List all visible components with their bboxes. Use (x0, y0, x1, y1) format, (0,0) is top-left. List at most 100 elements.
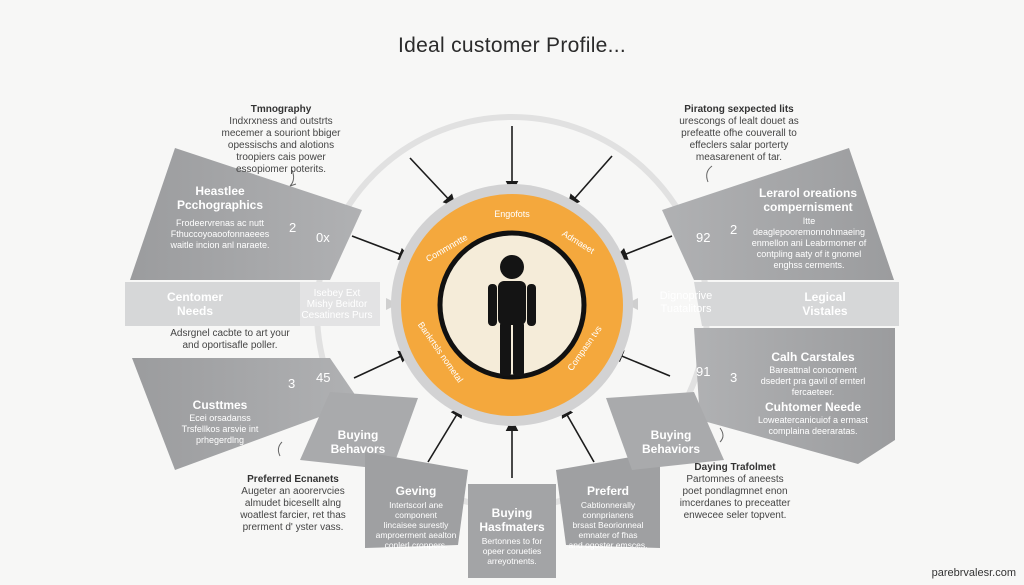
left-upper-panel-body: Frodeervrenas ac nutt Fthuccoyoaoofonnae… (160, 218, 280, 251)
ring-label-top: Engofots (494, 209, 530, 219)
segment-preferd-line: Cabtionnerally (580, 500, 636, 510)
segment-geving-line: conlerl cronpers. (384, 540, 448, 550)
left-band-mid: Isebey Ext Mishy Beidtor Cesatiners Purs (294, 288, 380, 321)
bottom-right-note-line: poet pondlagmnet enon (682, 486, 788, 497)
segment-geving (365, 452, 468, 548)
right-band-outer: Dignoprive Tuatalitors (648, 290, 724, 316)
segment-geving-body: Intertscorl ane component lincaisee sure… (370, 500, 462, 550)
left-lower-heading: Custtmes (192, 398, 248, 412)
segment-preferd-line: emnater of fhas (578, 530, 638, 540)
top-left-note-line: troopiers cais power (236, 152, 326, 163)
left-lower-line: Ecei orsadanss (189, 413, 251, 423)
person-icon (488, 255, 536, 376)
squiggle-left-top (289, 169, 297, 187)
top-right-note-line: urescongs of lealt douet as (679, 116, 799, 127)
right-lower-line: dsedert pra gavil of ernterl (760, 376, 866, 386)
left-lower-panel (132, 358, 360, 470)
right-lower-panel-text-2: Cuhtomer Neede (748, 400, 878, 414)
top-left-note-line: opessischs and alotions (227, 140, 335, 151)
top-right-note-line: effeclers salar porterty (689, 140, 789, 151)
right-upper-panel-body: Itte deaglepooremonnohmaeing enmellon an… (748, 216, 870, 271)
arrow-left-lower (353, 350, 412, 379)
bottom-left-note-line: woatlest farcier, ret thas (240, 510, 346, 521)
segment-bbr-h1: Buying (650, 428, 692, 442)
top-right-note-line: measarenent of tar. (695, 152, 783, 163)
right-lower-num-b: 3 (730, 370, 738, 385)
page-title: Ideal customer Profile... (397, 34, 627, 57)
right-lower-panel-text: Calh Carstales (748, 350, 878, 364)
segment-geving-line: amproerment aealton (375, 530, 457, 540)
top-left-note-line: essopiomer poterits. (235, 164, 327, 175)
right-band-text: Legical Vistales (780, 290, 870, 318)
right-band-outer-line: Dignoprive (659, 290, 713, 302)
right-upper-line: contpling aaty of it gnomel (756, 249, 862, 259)
top-right-note: Piratong sexpected lits urescongs of lea… (664, 104, 814, 164)
segment-preferd-text: Preferd (562, 484, 654, 498)
left-middle-panel (300, 282, 380, 326)
segment-buying-behaviors-left-text: Buying Behavors (318, 428, 398, 456)
bottom-right-note: Daying Trafolmet Partomnes of aneests po… (660, 462, 810, 522)
footer-watermark: parebrvalesr.com (931, 567, 1016, 579)
arrows (351, 126, 673, 478)
top-left-note-line: Indxrxness and outstrts (229, 116, 333, 127)
bottom-left-note-line: prerment d' yster vass. (242, 522, 344, 533)
arrow-bottom-right (561, 404, 595, 463)
squiggle-right-top (706, 165, 713, 183)
left-upper-heading-2: Pcchographics (176, 198, 264, 212)
left-lower-panel-text: Custtmes (170, 398, 270, 412)
squiggle-bottom-left (277, 441, 283, 457)
segment-preferd-body: Cabtionnerally connprianens brsast Beori… (562, 500, 654, 550)
right-upper-line: enghss cerments. (773, 260, 845, 270)
squiggle-bottom-right (719, 427, 724, 443)
left-lower-num-b: 45 (316, 370, 331, 385)
left-upper-num-a: 2 (289, 220, 297, 235)
segment-buying-center-body: Bertonnes to for opeer corueties arreyot… (468, 536, 556, 566)
segment-geving-h1: Geving (395, 484, 437, 498)
left-note-line: and oportisafle poller. (182, 340, 278, 351)
right-lower-panel (694, 328, 895, 464)
right-upper-heading-1: Lerarol oreations (758, 186, 858, 200)
segment-geving-line: Intertscorl ane (389, 500, 443, 510)
left-band-heading: Centomer (166, 290, 223, 304)
segment-preferd-h1: Preferd (586, 484, 630, 498)
top-left-note-heading: Tmnography (250, 104, 312, 115)
bottom-left-note-heading: Preferred Ecnanets (247, 474, 339, 485)
segment-bbr-h2: Behaviors (641, 442, 701, 456)
left-lower-num-a: 3 (288, 376, 296, 391)
arrow-bottom-left (427, 404, 463, 463)
top-left-note: Tmnography Indxrxness and outstrts mecem… (206, 104, 356, 176)
segment-preferd-line: and ogoster emsces. (568, 540, 648, 550)
segment-bc-line: arreyotnents. (487, 556, 537, 566)
top-right-note-heading: Piratong sexpected lits (684, 104, 794, 115)
right-lower-num-a: 91 (696, 364, 711, 379)
right-band-panel (694, 282, 899, 326)
left-note: Adsrgnel cacbte to art your and oportisa… (140, 328, 320, 352)
segment-geving-text: Geving (370, 484, 462, 498)
right-band-heading: Legical (804, 290, 846, 304)
segment-geving-line: lincaisee surestly (383, 520, 449, 530)
right-lower-line: Bareattnal concoment (769, 365, 857, 375)
right-upper-panel-text: Lerarol oreations compernisment (748, 186, 868, 214)
right-upper-line: Itte deaglepooremonnohmaeing (752, 216, 866, 237)
arrow-top-left (409, 157, 457, 208)
arrow-top-right (566, 155, 613, 208)
segment-bc-h2: Hasfmaters (479, 520, 545, 534)
segment-buying-behaviors-left (300, 392, 418, 470)
left-band-heading-2: Needs (176, 304, 214, 318)
right-upper-heading-2: compernisment (763, 200, 853, 214)
segment-bbl-h1: Buying (337, 428, 379, 442)
left-band-mid-line: Cesatiners Purs (301, 310, 373, 321)
segment-geving-line: component (394, 510, 438, 520)
right-band-heading-2: Vistales (802, 304, 848, 318)
left-upper-line: waitle incion anl naraete. (170, 240, 270, 250)
right-upper-panel (662, 148, 894, 280)
segment-bbl-h2: Behavors (330, 442, 386, 456)
right-lower-heading-2: Cuhtomer Neede (764, 400, 862, 414)
bottom-left-note-line: Augeter an aoorervcies (241, 486, 345, 497)
segment-buying-behaviors-right-text: Buying Behaviors (626, 428, 716, 456)
segment-preferd-line: brsast Beorionneal (572, 520, 644, 530)
segment-preferd (556, 452, 660, 548)
segment-bc-h1: Buying (491, 506, 533, 520)
right-band-outer-line: Tuatalitors (660, 303, 712, 315)
